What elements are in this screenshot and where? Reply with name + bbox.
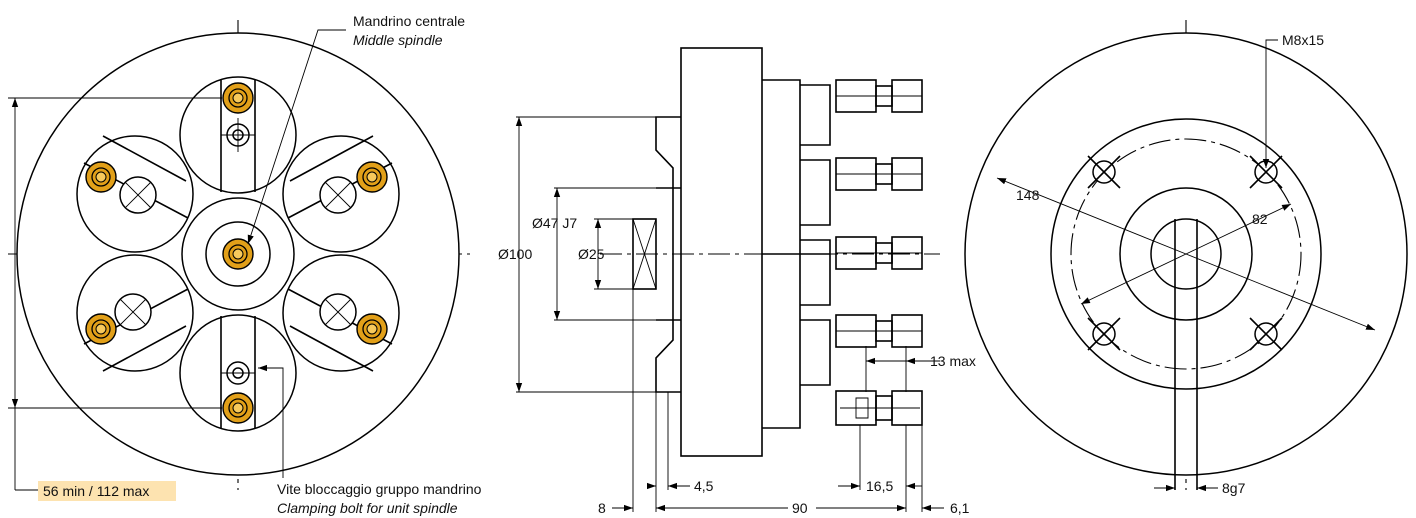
- dim-dia-148: 148: [1016, 187, 1040, 203]
- dim-6-1: 6,1: [950, 500, 970, 516]
- dim-4-5: 4,5: [694, 478, 714, 494]
- tapped-hole-icon: [1087, 155, 1121, 189]
- dim-90: 90: [792, 500, 808, 516]
- bolt-icon: [222, 82, 254, 114]
- dim-16-5: 16,5: [866, 478, 893, 494]
- clamping-bolt-label-en: Clamping bolt for unit spindle: [277, 500, 458, 516]
- range-label: 56 min / 112 max: [43, 483, 149, 499]
- dim-8: 8: [598, 500, 606, 516]
- front-view: [8, 20, 470, 501]
- dim-dia-82: 82: [1252, 211, 1268, 227]
- slot-upper-left: [83, 135, 189, 219]
- bolt-icon: [356, 313, 388, 345]
- slot-lower-left: [83, 288, 189, 372]
- dim-dia-25: Ø25: [578, 246, 605, 262]
- tool-holder-sectioned: [835, 390, 923, 426]
- bolt-icon: [356, 161, 388, 193]
- clamping-bolt-label-it: Vite bloccaggio gruppo mandrino: [277, 481, 482, 497]
- side-view: [515, 47, 944, 512]
- thread-label: M8x15: [1282, 32, 1324, 48]
- dim-13-max: 13 max: [930, 353, 976, 369]
- dim-key-8g7: 8g7: [1222, 480, 1246, 496]
- tool-holder: [835, 79, 923, 113]
- middle-spindle-label-it: Mandrino centrale: [353, 13, 465, 29]
- bolt-icon: [85, 313, 117, 345]
- dim-dia-100: Ø100: [498, 246, 532, 262]
- tool-holder: [835, 314, 923, 348]
- tapped-hole-icon: [1087, 317, 1121, 351]
- tapped-hole-icon: [1249, 155, 1283, 189]
- range-label-highlight: [38, 481, 176, 501]
- tool-holder: [835, 236, 923, 270]
- bolt-icon: [222, 238, 254, 270]
- dim-dia-47: Ø47 J7: [532, 215, 577, 231]
- bolt-icon: [85, 161, 117, 193]
- middle-spindle-label-en: Middle spindle: [353, 32, 443, 48]
- end-view: [964, 20, 1408, 492]
- tapped-hole-icon: [1249, 317, 1283, 351]
- slot-upper-right: [287, 135, 393, 219]
- tool-holder: [835, 157, 923, 191]
- bolt-icon: [222, 392, 254, 424]
